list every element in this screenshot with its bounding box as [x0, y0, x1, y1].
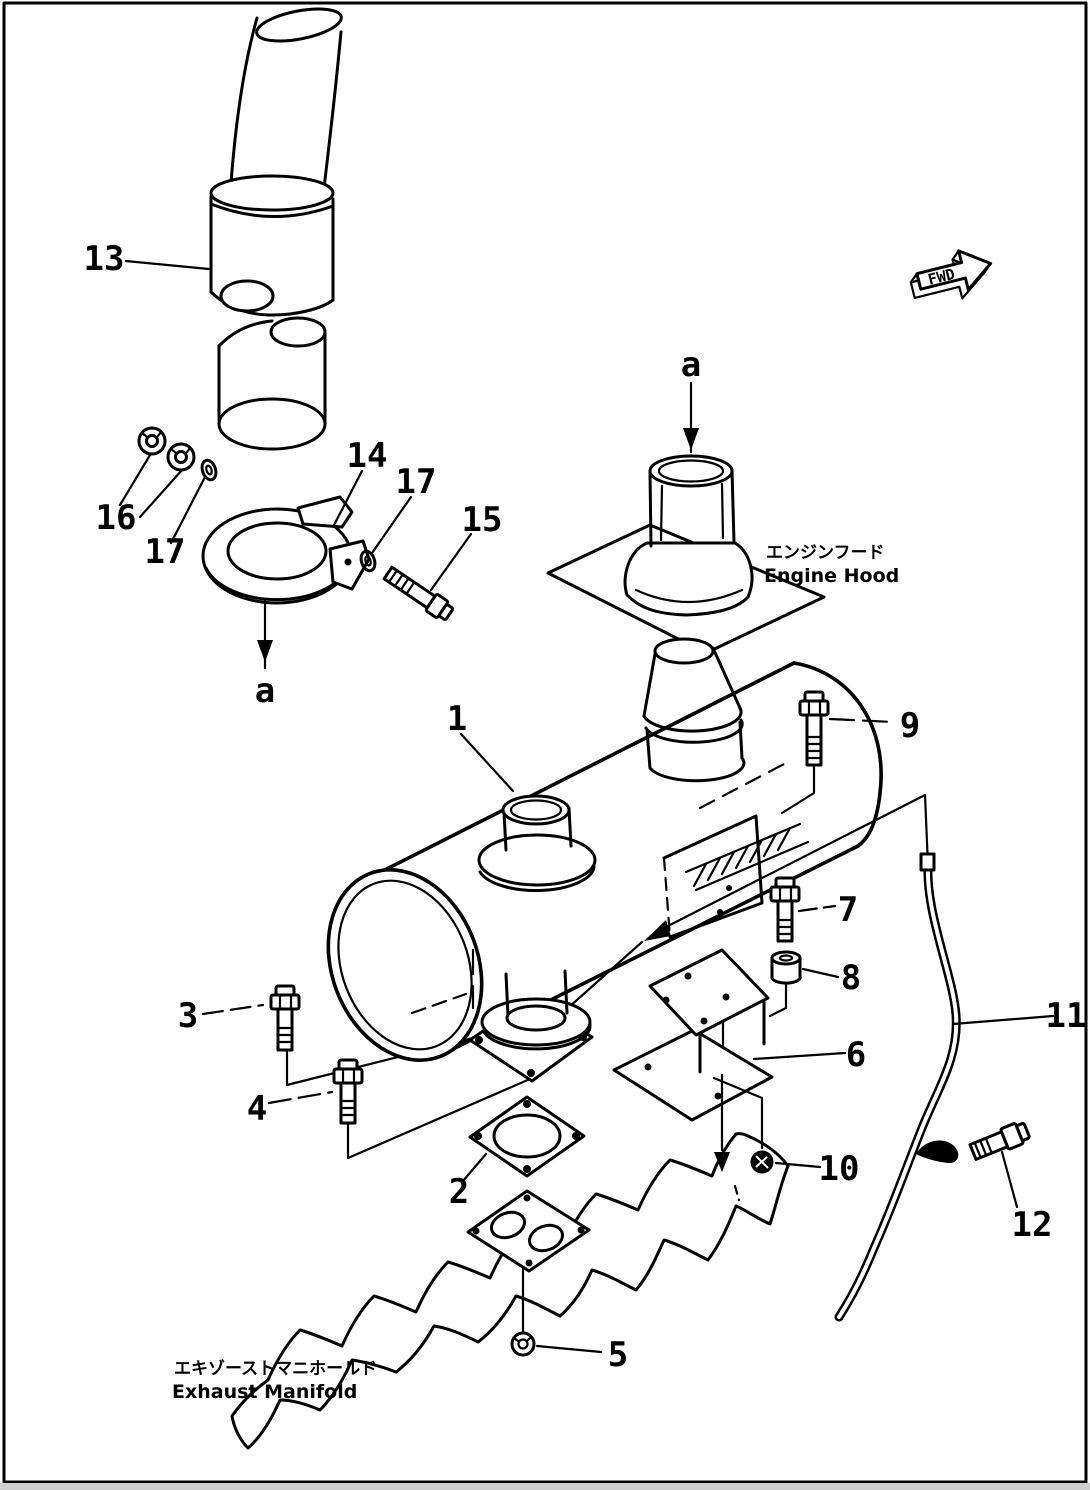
exhaust-manifold-caption-jp: エキゾーストマニホールド [174, 1359, 377, 1379]
part-label-11: 11 [1046, 996, 1087, 1036]
part-label-6: 6 [846, 1035, 866, 1075]
part-label-17-left: 17 [145, 532, 186, 572]
lock-washer-17-right [359, 549, 377, 573]
part-label-10: 10 [819, 1149, 860, 1189]
nut-8 [768, 950, 802, 1018]
engine-hood-collar [648, 454, 736, 548]
stack-clamp-14 [201, 495, 371, 605]
engine-hood-caption-en: Engine Hood [764, 565, 899, 587]
drain-tube-11 [834, 852, 961, 1322]
part-label-1: 1 [447, 699, 467, 739]
part-label-4: 4 [247, 1089, 267, 1129]
bolt-7 [769, 876, 801, 943]
nut-5 [510, 1266, 536, 1357]
exhaust-manifold [230, 1132, 790, 1450]
section-arrow-a-bottom [257, 599, 273, 670]
muffler-strap [684, 822, 810, 892]
part-label-7: 7 [838, 890, 858, 930]
fwd-arrow-icon [909, 249, 993, 300]
part-label-5: 5 [608, 1335, 628, 1375]
fwd-indicator: FWD [909, 249, 993, 300]
section-marker-a-bottom: a [255, 671, 275, 711]
clamp-nut-16-right [166, 442, 196, 472]
nut-10 [750, 1150, 774, 1174]
mount-bracket-6 [612, 948, 774, 1172]
part-label-17-right: 17 [396, 462, 437, 502]
part-label-9: 9 [900, 706, 920, 746]
muffler-body-1 [326, 637, 883, 1062]
muffler-inlet-flange [468, 969, 594, 1083]
part-label-16: 16 [96, 498, 137, 538]
gasket-2 [468, 1095, 586, 1178]
exhaust-manifold-caption-en: Exhaust Manifold [172, 1381, 357, 1403]
clamp-bolt-15 [382, 565, 454, 621]
tube-clip [916, 1140, 959, 1164]
clip-bolt-12 [968, 1121, 1031, 1161]
part-label-15: 15 [462, 500, 503, 540]
part-label-8: 8 [841, 958, 861, 998]
leader-lines [118, 259, 1055, 1354]
manifold-flange [466, 1189, 591, 1273]
bolt-3 [269, 984, 301, 1052]
part-label-12: 12 [1012, 1205, 1053, 1245]
section-arrow-a-top [683, 381, 699, 454]
section-marker-a-top: a [681, 345, 701, 385]
muffler-bracket-panel [662, 814, 764, 939]
engine-hood [546, 454, 826, 655]
bolt-9 [780, 690, 830, 815]
engine-hood-caption-jp: エンジンフード [766, 543, 885, 563]
lock-washer-17-left [200, 458, 218, 482]
muffler-top-stub [477, 794, 597, 893]
fwd-label: FWD [926, 265, 957, 289]
part-label-13: 13 [84, 239, 125, 279]
bolt-4 [332, 1058, 364, 1125]
part-label-3: 3 [178, 996, 198, 1036]
exhaust-stack-13 [209, 7, 343, 451]
muffler-outlet-cone [642, 637, 746, 783]
part-label-14: 14 [347, 436, 388, 476]
clamp-nut-16-left [137, 426, 167, 456]
part-label-2: 2 [449, 1172, 469, 1212]
